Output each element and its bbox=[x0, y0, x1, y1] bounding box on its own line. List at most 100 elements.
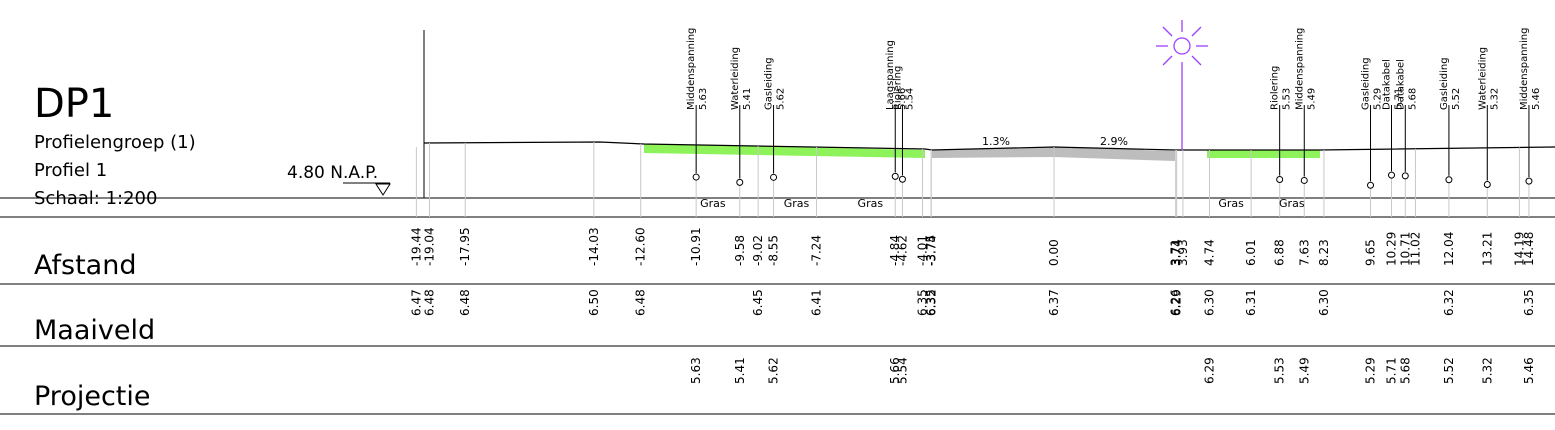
afstand-value: 4.74 bbox=[1202, 239, 1216, 266]
cable-name: Gasleiding bbox=[1361, 57, 1372, 110]
cable-circle-icon bbox=[898, 175, 906, 183]
ground-surface-line bbox=[423, 141, 1555, 151]
afstand-value: -19.44 bbox=[409, 227, 423, 266]
maaiveld-value: 6.45 bbox=[751, 289, 765, 316]
cable-circle-icon bbox=[1300, 176, 1308, 184]
afstand-value: -9.58 bbox=[733, 235, 747, 266]
afstand-value: -12.60 bbox=[634, 227, 648, 266]
maaiveld-value: 6.32 bbox=[924, 289, 938, 316]
cable-depth: 5.49 bbox=[1306, 88, 1317, 110]
maaiveld-value: 6.32 bbox=[1442, 289, 1456, 316]
grass-strip-right bbox=[1207, 150, 1320, 158]
cable-name: Waterleiding bbox=[730, 47, 741, 110]
projectie-value: 5.53 bbox=[1273, 357, 1287, 384]
slope-label-2: 2.9% bbox=[1100, 135, 1128, 148]
street-lamp-icon bbox=[1156, 20, 1208, 150]
afstand-value: -4.01 bbox=[915, 235, 929, 266]
cable-name: Middenspanning bbox=[1294, 28, 1305, 110]
cable-circle-icon bbox=[1401, 172, 1409, 180]
cable-depth: 5.52 bbox=[1451, 88, 1462, 110]
afstand-value: 14.48 bbox=[1522, 232, 1536, 266]
maaiveld-value: 6.30 bbox=[1202, 289, 1216, 316]
projectie-value: 5.46 bbox=[1522, 357, 1536, 384]
cable-name: Waterleiding bbox=[1477, 47, 1488, 110]
cable-depth: 5.54 bbox=[904, 88, 915, 110]
maaiveld-value: 6.47 bbox=[409, 289, 423, 316]
cable-name: Middenspanning bbox=[686, 28, 697, 110]
cable-name: Laagspanning bbox=[885, 40, 896, 110]
afstand-value: 6.88 bbox=[1273, 239, 1287, 266]
afstand-value: -9.02 bbox=[751, 235, 765, 266]
profile-name-label: Profiel 1 bbox=[34, 160, 107, 181]
cable-circle-icon bbox=[692, 173, 700, 181]
projectie-value: 5.71 bbox=[1385, 357, 1399, 384]
maaiveld-value: 6.37 bbox=[1047, 289, 1061, 316]
cable-circle-icon bbox=[1367, 181, 1375, 189]
reference-level-triangle bbox=[375, 183, 391, 196]
cable-depth: 5.71 bbox=[1394, 88, 1405, 110]
cable-circle-icon bbox=[1388, 171, 1396, 179]
maaiveld-value: 6.30 bbox=[1317, 289, 1331, 316]
cable-name: Datakabel bbox=[1395, 59, 1406, 110]
surface-label: Gras bbox=[858, 197, 884, 210]
afstand-value: -3.74 bbox=[924, 235, 938, 266]
maaiveld-value: 6.48 bbox=[422, 289, 436, 316]
row-label-projectie: Projectie bbox=[34, 381, 151, 412]
afstand-value: -17.95 bbox=[458, 227, 472, 266]
projectie-value: 5.29 bbox=[1364, 357, 1378, 384]
afstand-value: 0.00 bbox=[1047, 239, 1061, 266]
maaiveld-value: 6.48 bbox=[634, 289, 648, 316]
surface-label: Gras bbox=[1218, 197, 1244, 210]
afstand-value: 10.71 bbox=[1398, 232, 1412, 266]
afstand-value: 12.04 bbox=[1442, 232, 1456, 266]
afstand-value: -14.03 bbox=[587, 227, 601, 266]
surface-label: Gras bbox=[700, 197, 726, 210]
maaiveld-value: 6.29 bbox=[1170, 289, 1184, 316]
afstand-value: 3.74 bbox=[1170, 239, 1184, 266]
afstand-value: 9.65 bbox=[1364, 239, 1378, 266]
afstand-values: -19.44-19.04 -17.95 -14.03 -12.60 -10.91 -9.5… bbox=[409, 227, 1536, 266]
projectie-value: 5.32 bbox=[1480, 357, 1494, 384]
grass-strip-left bbox=[644, 144, 925, 158]
maaiveld-value: 6.50 bbox=[587, 289, 601, 316]
cable-name: Middenspanning bbox=[1519, 28, 1530, 110]
maaiveld-value: 6.35 bbox=[915, 289, 929, 316]
afstand-value: 3.93 bbox=[1176, 239, 1190, 266]
cable-circle-icon bbox=[1445, 176, 1453, 184]
projectie-value: 5.54 bbox=[895, 357, 909, 384]
slope-label-1: 1.3% bbox=[982, 135, 1010, 148]
afstand-value: 7.63 bbox=[1297, 239, 1311, 266]
cable-depth: 5.41 bbox=[742, 88, 753, 110]
row-label-afstand: Afstand bbox=[34, 250, 136, 281]
afstand-value: 6.01 bbox=[1244, 239, 1258, 266]
maaiveld-value: 6.31 bbox=[1244, 289, 1258, 316]
afstand-value: -4.62 bbox=[895, 235, 909, 266]
profile-title: DP1 bbox=[34, 81, 114, 127]
cable-name: Gasleiding bbox=[764, 57, 775, 110]
projectie-value: 5.68 bbox=[1398, 357, 1412, 384]
afstand-value: -10.91 bbox=[689, 227, 703, 266]
afstand-value: -3.75 bbox=[924, 235, 938, 266]
projectie-value: 6.29 bbox=[1202, 357, 1216, 384]
cable-circle-icon bbox=[1483, 181, 1491, 189]
cable-circle-icon bbox=[1276, 175, 1284, 183]
profile-group-label: Profielengroep (1) bbox=[34, 132, 196, 153]
cable-circle-icon bbox=[736, 178, 744, 186]
cable-depth: 5.66 bbox=[897, 88, 908, 110]
maaiveld-value: 6.35 bbox=[1522, 289, 1536, 316]
cable-depth: 5.29 bbox=[1373, 88, 1384, 110]
afstand-value: 8.23 bbox=[1317, 239, 1331, 266]
maaiveld-value: 6.48 bbox=[458, 289, 472, 316]
afstand-value: -19.04 bbox=[422, 227, 436, 266]
cable-depth: 5.62 bbox=[776, 88, 787, 110]
afstand-value: -7.24 bbox=[810, 235, 824, 266]
maaiveld-value: 6.41 bbox=[810, 289, 824, 316]
afstand-value: -8.55 bbox=[767, 235, 781, 266]
row-label-maaiveld: Maaiveld bbox=[34, 315, 155, 346]
cable-circle-icon bbox=[770, 173, 778, 181]
afstand-value: 11.02 bbox=[1408, 232, 1422, 266]
